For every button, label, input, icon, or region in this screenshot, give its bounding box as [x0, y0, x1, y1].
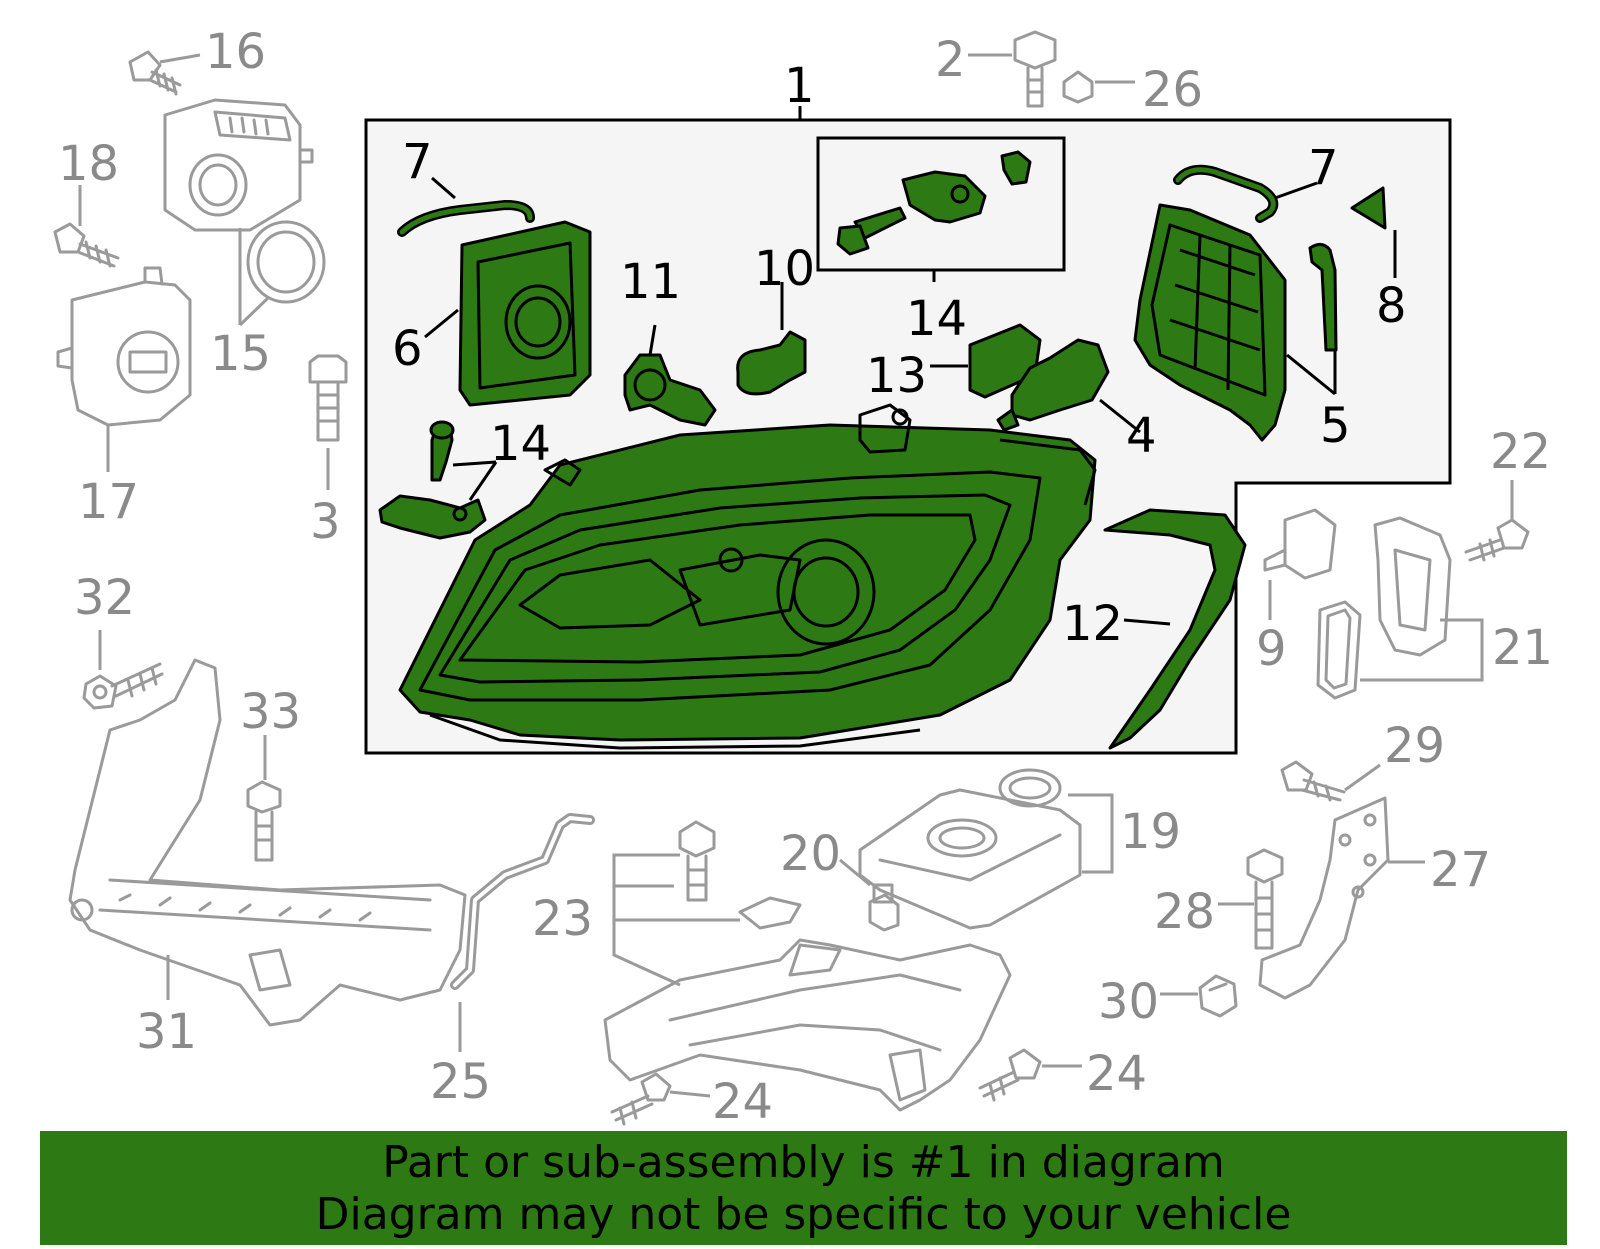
- tube-25-inner: [453, 816, 592, 987]
- nut-30: [1198, 974, 1238, 1018]
- nut-26: [1062, 70, 1094, 104]
- label-15: 15: [210, 326, 271, 382]
- label-4: 4: [1126, 408, 1157, 464]
- label-29: 29: [1384, 718, 1445, 774]
- bolt-23: [678, 820, 716, 902]
- notice-line-2: Diagram may not be specific to your vehi…: [315, 1189, 1292, 1240]
- label-28: 28: [1154, 884, 1215, 940]
- label-8: 8: [1376, 278, 1407, 334]
- rear-cover-5: [1133, 203, 1287, 442]
- label-21: 21: [1492, 620, 1553, 676]
- label-12: 12: [1062, 596, 1123, 652]
- trim-strip: [1103, 508, 1247, 750]
- label-26: 26: [1142, 62, 1203, 118]
- label-20: 20: [780, 826, 841, 882]
- label-7-left: 7: [402, 134, 433, 190]
- seal-15: [246, 220, 326, 304]
- bolt-3: [308, 354, 348, 442]
- label-33: 33: [240, 684, 301, 740]
- bolt-28: [1246, 848, 1284, 950]
- bracket-31: [68, 658, 467, 1027]
- label-18: 18: [58, 136, 119, 192]
- label-11: 11: [620, 254, 681, 310]
- bolt-32: [82, 662, 164, 710]
- label-7-right: 7: [1308, 140, 1339, 196]
- mount-bracket-23: [603, 938, 1012, 1112]
- module-21: [1373, 516, 1452, 657]
- bracket-14-lower: [378, 420, 487, 540]
- label-2: 2: [935, 32, 966, 88]
- label-30: 30: [1098, 974, 1159, 1030]
- notice-line-1: Part or sub-assembly is #1 in diagram: [382, 1137, 1225, 1188]
- bulb-10: [736, 330, 807, 396]
- label-23: 23: [532, 891, 593, 947]
- label-27: 27: [1430, 842, 1491, 898]
- nut-20: [868, 883, 900, 932]
- label-32: 32: [74, 570, 135, 626]
- label-17: 17: [78, 474, 139, 530]
- bolt-18: [53, 222, 120, 268]
- label-14-top: 14: [906, 291, 967, 347]
- bolt-16: [128, 50, 182, 96]
- wire-5: [1308, 243, 1338, 352]
- bolt-29: [1280, 760, 1346, 802]
- label-1: 1: [784, 58, 815, 114]
- label-13: 13: [866, 348, 927, 404]
- label-5: 5: [1320, 398, 1351, 454]
- bolt-22: [1464, 518, 1530, 562]
- socket-9: [1263, 508, 1337, 580]
- label-16: 16: [205, 24, 266, 80]
- wire-7-left-inner: [399, 202, 533, 235]
- label-24-right: 24: [1086, 1046, 1147, 1102]
- bracket-14-inner: [836, 150, 1032, 256]
- label-10: 10: [754, 241, 815, 297]
- seal-19: [998, 768, 1062, 808]
- label-31: 31: [136, 1004, 197, 1060]
- bolt-2: [1013, 30, 1057, 108]
- triangle-8: [1350, 186, 1387, 230]
- bolt-33: [246, 780, 282, 862]
- clip-23: [738, 896, 802, 930]
- headlight-housing: [398, 403, 1097, 750]
- inner-box-14: [816, 136, 1066, 272]
- gasket-21: [1316, 600, 1362, 700]
- label-3: 3: [310, 494, 341, 550]
- ballast-15: [163, 98, 314, 232]
- label-14-bottom: 14: [490, 416, 551, 472]
- label-9: 9: [1256, 621, 1287, 677]
- bulb-11: [623, 353, 717, 427]
- notice-banner: Part or sub-assembly is #1 in diagram Di…: [40, 1131, 1567, 1245]
- socket-4: [996, 338, 1110, 432]
- label-6: 6: [392, 321, 423, 377]
- label-19: 19: [1120, 804, 1181, 860]
- label-25: 25: [430, 1054, 491, 1110]
- bolt-24-right: [978, 1048, 1042, 1102]
- bolt-24-left: [610, 1072, 672, 1126]
- label-24-left: 24: [712, 1074, 773, 1130]
- label-22: 22: [1490, 424, 1551, 480]
- wire-7-right-inner: [1175, 167, 1276, 221]
- rear-cover-6: [458, 220, 592, 407]
- ballast-17: [56, 266, 192, 427]
- bracket-27: [1258, 796, 1390, 1000]
